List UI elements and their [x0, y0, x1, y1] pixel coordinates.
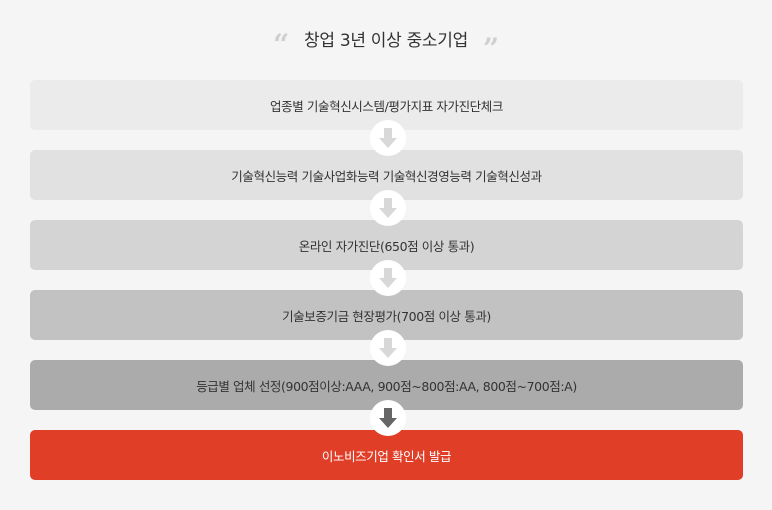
- step-6-final: 이노비즈기업 확인서 발급: [30, 430, 743, 480]
- diagram-title: “ 창업 3년 이상 중소기업 ”: [0, 26, 772, 65]
- arrow-down-icon: [370, 120, 406, 156]
- step-1-label: 업종별 기술혁신시스템/평가지표 자가진단체크: [270, 98, 503, 114]
- arrow-down-icon: [370, 260, 406, 296]
- title-text: 창업 3년 이상 중소기업: [304, 31, 468, 51]
- arrow-down-icon: [370, 400, 406, 436]
- step-5-label: 등급별 업체 선정(900점이상:AAA, 900점~800점:AA, 800점…: [196, 378, 577, 394]
- step-3-label: 온라인 자가진단(650점 이상 통과): [298, 238, 475, 254]
- step-6-label: 이노비즈기업 확인서 발급: [321, 448, 452, 464]
- close-quote-icon: ”: [483, 32, 499, 65]
- step-2-label: 기술혁신능력 기술사업화능력 기술혁신경영능력 기술혁신성과: [231, 168, 542, 184]
- open-quote-icon: “: [273, 28, 289, 61]
- step-4-label: 기술보증기금 현장평가(700점 이상 통과): [282, 308, 491, 324]
- arrow-down-icon: [370, 190, 406, 226]
- arrow-down-icon: [370, 330, 406, 366]
